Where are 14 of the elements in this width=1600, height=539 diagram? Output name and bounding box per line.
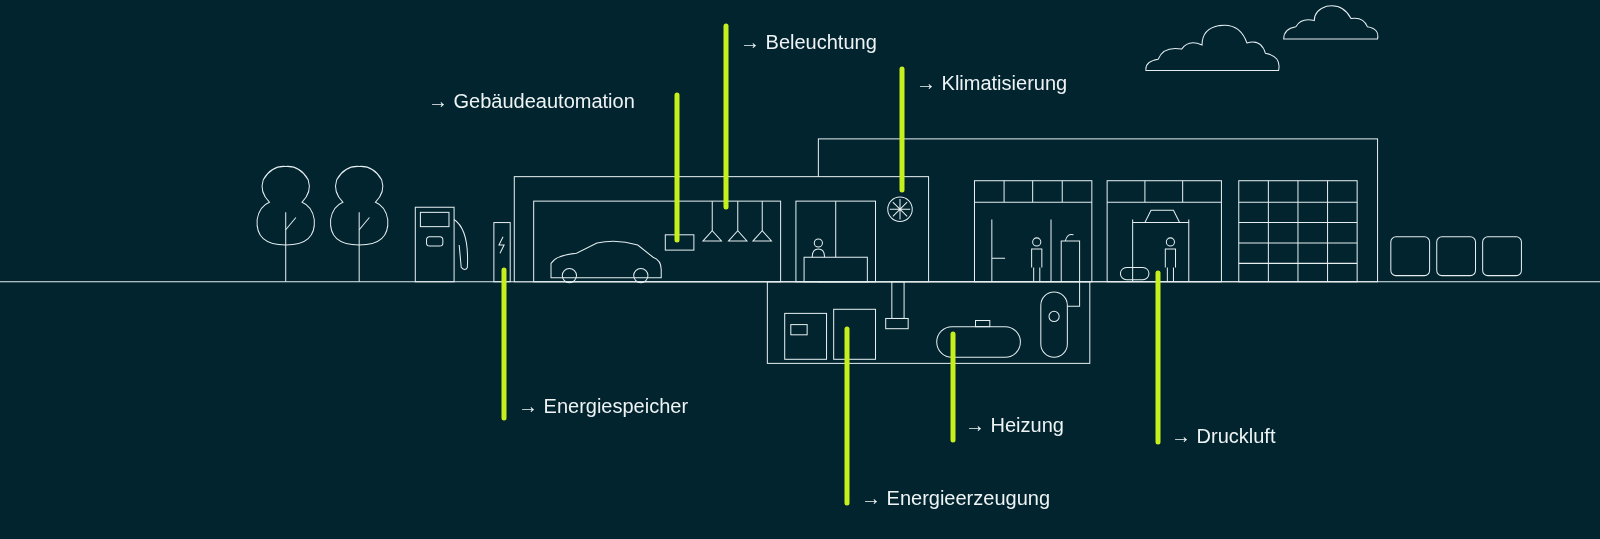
callout-label: → Druckluft xyxy=(1171,424,1276,449)
leader-line xyxy=(674,92,680,243)
leader-line xyxy=(899,66,905,193)
leader-line xyxy=(844,326,850,506)
callout-label: → Beleuchtung xyxy=(740,30,877,55)
callout-label: → Klimatisierung xyxy=(916,71,1068,96)
callout-label: → Energieerzeugung xyxy=(861,486,1050,511)
callout-label: → Energiespeicher xyxy=(518,394,689,419)
callout-label: → Heizung xyxy=(965,413,1064,438)
leader-line xyxy=(950,331,956,443)
leader-line xyxy=(1155,270,1161,445)
leader-line xyxy=(723,23,729,210)
callout-label: → Gebäudeautomation xyxy=(428,89,635,114)
leader-line xyxy=(501,267,507,421)
